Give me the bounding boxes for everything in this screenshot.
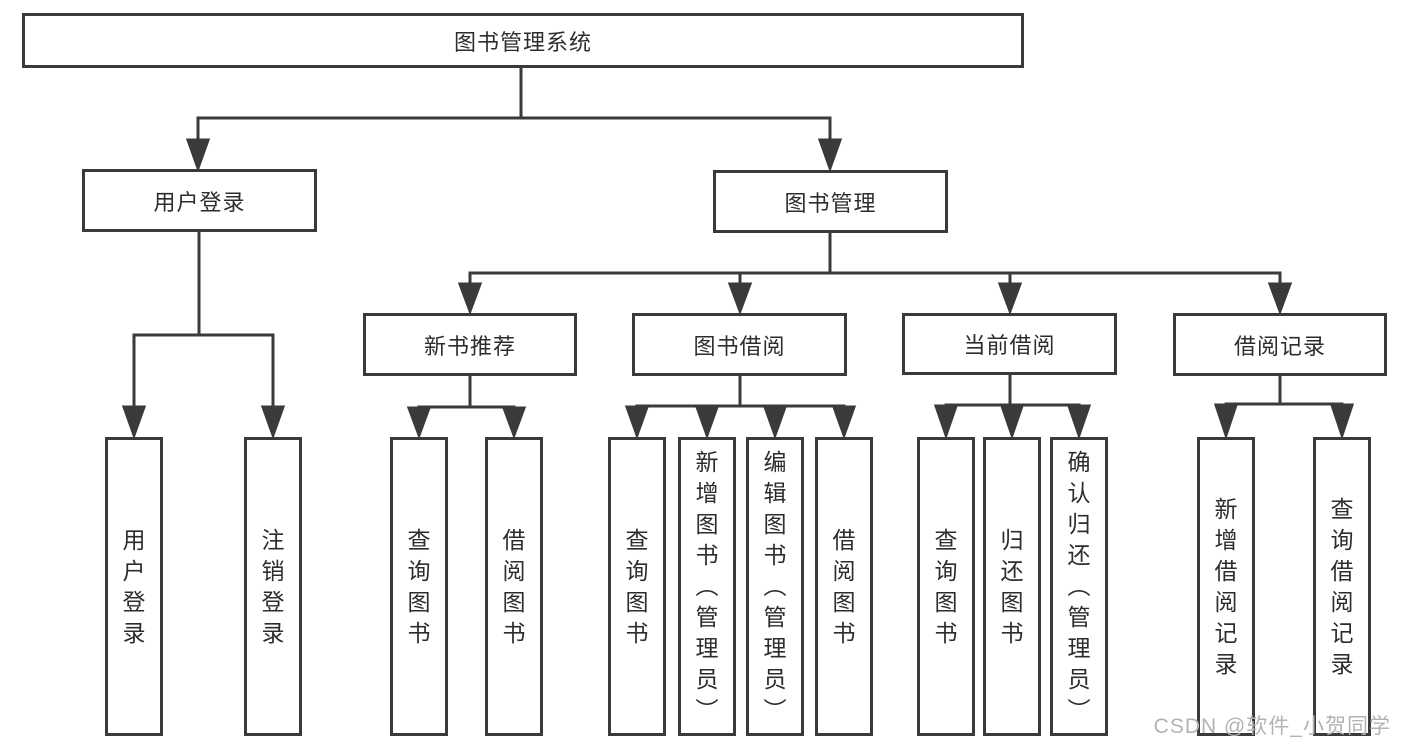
leaf-logout: 注销登录: [244, 437, 302, 736]
leaf-user-login: 用户登录: [105, 437, 163, 736]
leaf-add-book-admin: 新增图书︵管理员︶: [678, 437, 736, 736]
node-borrow-records: 借阅记录: [1173, 313, 1387, 376]
leaf-borrow-book: 借阅图书: [815, 437, 873, 736]
leaf-borrow-book-recommend: 借阅图书: [485, 437, 543, 736]
node-current-borrow: 当前借阅: [902, 313, 1117, 375]
leaf-confirm-return-admin-label: 确认归还︵管理员︶: [1067, 449, 1091, 723]
leaf-query-book-current: 查询图书: [917, 437, 975, 736]
node-book-management-label: 图书管理: [784, 190, 877, 216]
leaf-add-book-admin-label: 新增图书︵管理员︶: [695, 449, 719, 723]
leaf-query-borrow-record-label: 查询借阅记录: [1330, 495, 1354, 677]
node-borrow-records-label: 借阅记录: [1233, 333, 1326, 359]
leaf-add-borrow-record-label: 新增借阅记录: [1214, 495, 1238, 677]
node-current-borrow-label: 当前借阅: [963, 333, 1056, 358]
leaf-user-login-label: 用户登录: [122, 526, 146, 646]
leaf-query-book-recommend: 查询图书: [390, 437, 448, 736]
node-book-borrow: 图书借阅: [632, 313, 847, 376]
leaf-query-borrow-record: 查询借阅记录: [1313, 437, 1371, 736]
leaf-query-book-borrow: 查询图书: [608, 437, 666, 736]
leaf-borrow-book-label: 借阅图书: [832, 526, 856, 646]
leaf-query-book-current-label: 查询图书: [934, 526, 958, 646]
node-root: 图书管理系统: [22, 13, 1024, 68]
node-book-management: 图书管理: [713, 170, 948, 233]
leaf-edit-book-admin: 编辑图书︵管理员︶: [746, 437, 804, 736]
node-new-book-recommend: 新书推荐: [363, 313, 577, 376]
leaf-query-book-recommend-label: 查询图书: [407, 526, 431, 646]
leaf-logout-label: 注销登录: [261, 526, 285, 646]
leaf-add-borrow-record: 新增借阅记录: [1197, 437, 1255, 736]
node-user-login-label: 用户登录: [153, 189, 246, 215]
node-root-label: 图书管理系统: [453, 29, 592, 55]
leaf-query-book-borrow-label: 查询图书: [625, 526, 649, 646]
leaf-return-book-label: 归还图书: [1000, 526, 1024, 646]
node-user-login: 用户登录: [82, 169, 317, 232]
leaf-return-book: 归还图书: [983, 437, 1041, 736]
csdn-watermark: CSDN @软件_小贺同学: [1153, 715, 1391, 738]
leaf-borrow-book-recommend-label: 借阅图书: [502, 526, 526, 646]
leaf-confirm-return-admin: 确认归还︵管理员︶: [1050, 437, 1108, 736]
node-book-borrow-label: 图书借阅: [693, 333, 786, 359]
node-new-book-recommend-label: 新书推荐: [423, 333, 516, 359]
leaf-edit-book-admin-label: 编辑图书︵管理员︶: [763, 449, 787, 723]
